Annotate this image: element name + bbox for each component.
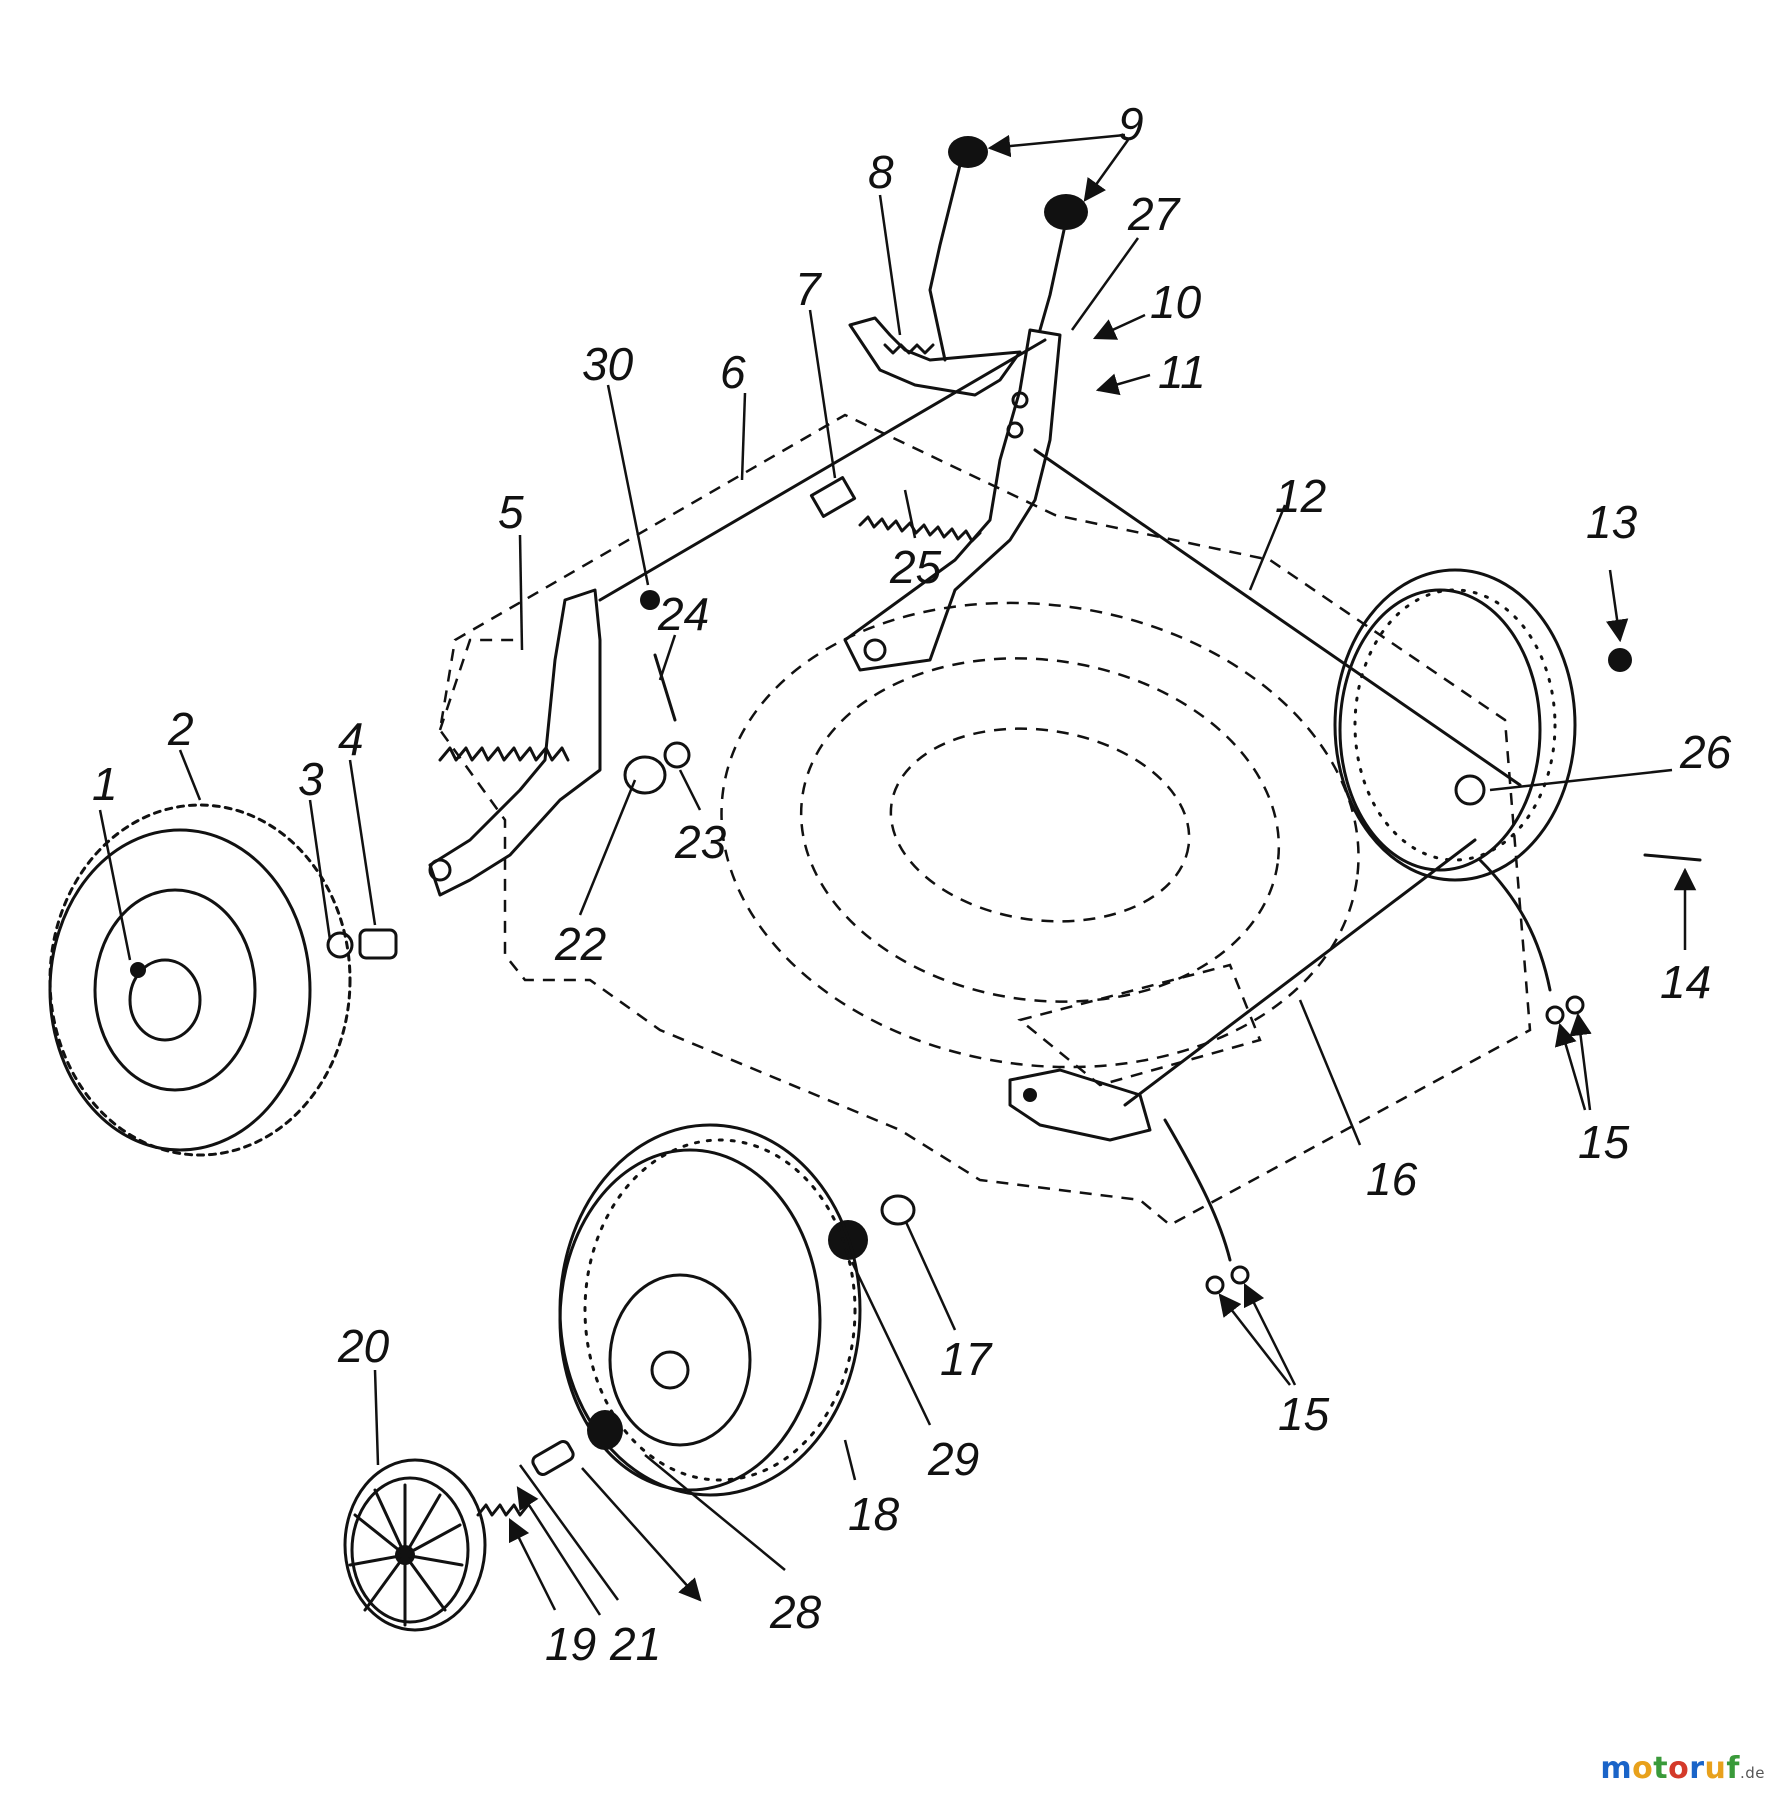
callout-labels: 1 2 3 4 5 6 7 8 9 10 11 12 13 14 15 15 1… xyxy=(92,98,1732,1670)
callout-4: 4 xyxy=(338,713,364,765)
callout-14: 14 xyxy=(1660,956,1711,1008)
mower-deck-outline xyxy=(438,413,1532,1227)
callout-7: 7 xyxy=(795,263,822,315)
washer-3 xyxy=(326,931,354,959)
callout-2: 2 xyxy=(167,703,194,755)
bushing-4 xyxy=(358,928,398,960)
callout-6: 6 xyxy=(720,346,746,398)
callout-28: 28 xyxy=(769,1586,822,1638)
callout-22: 22 xyxy=(554,918,606,970)
left-bracket-assembly xyxy=(428,588,691,897)
hub-cap xyxy=(343,1458,487,1632)
callout-23: 23 xyxy=(674,816,727,868)
spacer-21 xyxy=(531,1440,575,1476)
callout-9: 9 xyxy=(1118,98,1144,150)
leader-lines xyxy=(98,133,1697,1616)
callout-29: 29 xyxy=(927,1433,979,1485)
callout-27: 27 xyxy=(1127,188,1181,240)
callout-15-rear: 15 xyxy=(1578,1116,1630,1168)
height-adjust-lever-assembly xyxy=(598,136,1522,787)
watermark-suffix: .de xyxy=(1739,1764,1765,1782)
callout-3: 3 xyxy=(298,753,324,805)
bolt-19 xyxy=(476,1503,530,1517)
watermark-brand: motoruf xyxy=(1600,1751,1740,1786)
callout-24: 24 xyxy=(657,588,709,640)
callout-12: 12 xyxy=(1275,470,1326,522)
callout-26: 26 xyxy=(1679,726,1732,778)
callout-8: 8 xyxy=(868,146,894,198)
front-wheel xyxy=(558,1123,862,1497)
callout-19: 19 xyxy=(545,1618,596,1670)
chain-rear xyxy=(1478,858,1552,992)
callout-21: 21 xyxy=(609,1618,661,1670)
callout-1: 1 xyxy=(92,758,118,810)
washer-17 xyxy=(880,1194,916,1226)
nut-28 xyxy=(587,1410,623,1450)
callout-13: 13 xyxy=(1586,496,1638,548)
callout-11: 11 xyxy=(1158,346,1206,398)
callout-15-front: 15 xyxy=(1278,1388,1330,1440)
callout-25: 25 xyxy=(889,541,942,593)
callout-30: 30 xyxy=(582,338,634,390)
rear-wheel-left xyxy=(48,803,352,1157)
pin-14 xyxy=(1643,853,1702,862)
front-bracket xyxy=(1008,1068,1152,1142)
nut-13 xyxy=(1608,648,1632,672)
axle-rod-16 xyxy=(1123,838,1477,1107)
callout-18: 18 xyxy=(848,1488,900,1540)
callout-10: 10 xyxy=(1150,276,1202,328)
lever-knob-left xyxy=(948,136,988,168)
callout-20: 20 xyxy=(337,1320,390,1372)
callout-16: 16 xyxy=(1366,1153,1418,1205)
rear-wheel-right xyxy=(1333,568,1702,882)
motoruf-watermark-logo: motoruf.de xyxy=(1600,1751,1765,1786)
callout-17: 17 xyxy=(940,1333,993,1385)
lever-knob-right xyxy=(1044,194,1088,230)
callout-5: 5 xyxy=(498,486,524,538)
chain-front xyxy=(1163,1118,1232,1262)
